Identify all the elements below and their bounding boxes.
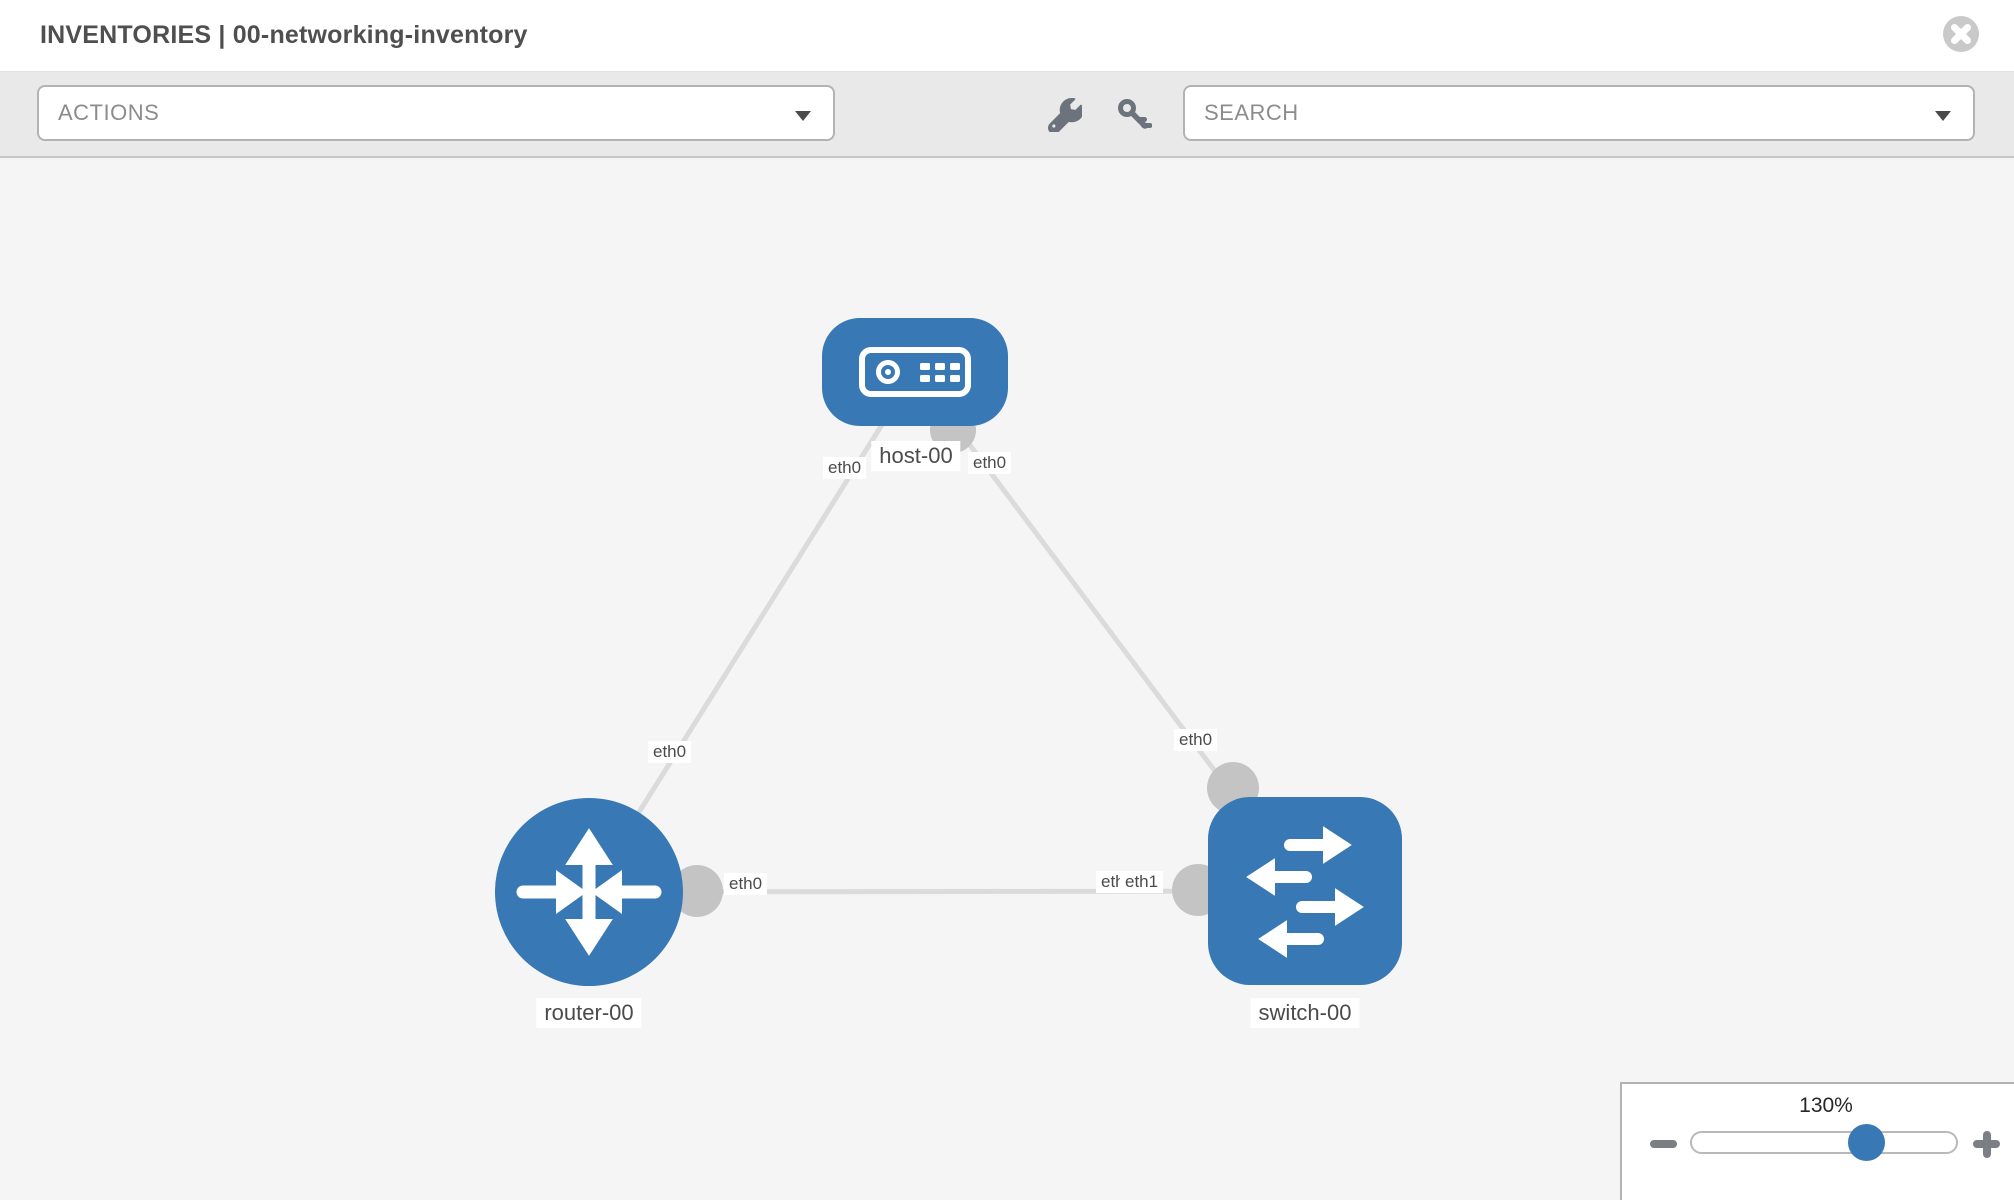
toolbar: ACTIONS SEARCH <box>0 72 2014 158</box>
zoom-level-value: 130% <box>1799 1094 1853 1117</box>
plus-icon <box>1982 1130 1991 1158</box>
node-router-00[interactable] <box>495 798 683 986</box>
search-dropdown[interactable]: SEARCH <box>1183 85 1975 141</box>
node-switch-00[interactable] <box>1208 797 1402 985</box>
switch-icon <box>1246 826 1364 958</box>
node-host-00[interactable] <box>822 318 1008 426</box>
key-tool-button[interactable] <box>1112 96 1156 136</box>
iface-label-router-right: eth0 <box>724 873 768 895</box>
zoom-out-button[interactable] <box>1646 1126 1682 1162</box>
wrench-tool-button[interactable] <box>1043 96 1087 136</box>
host-icon <box>859 347 971 397</box>
key-icon <box>1118 98 1153 129</box>
page-header: INVENTORIES | 00-networking-inventory <box>0 0 2014 72</box>
close-icon <box>1943 16 1979 52</box>
search-dropdown-label: SEARCH <box>1204 100 1299 125</box>
zoom-slider-track[interactable] <box>1690 1131 1958 1154</box>
interface-connector-router <box>671 865 723 917</box>
router-icon <box>516 828 662 956</box>
zoom-in-button[interactable] <box>1969 1126 2005 1162</box>
wrench-icon <box>1048 97 1084 134</box>
chevron-down-icon <box>1935 111 1951 121</box>
topology-canvas[interactable]: host-00 router-00 switch-00 eth0 eth0 et… <box>0 158 2014 1200</box>
page-title: INVENTORIES | 00-networking-inventory <box>40 21 528 49</box>
iface-label-switch-top: eth0 <box>1174 729 1218 751</box>
zoom-control: 130% <box>1620 1082 2014 1200</box>
iface-label-host-right: eth0 <box>968 452 1012 474</box>
close-button[interactable] <box>1941 14 1981 54</box>
chevron-down-icon <box>795 111 811 121</box>
iface-label-host-left: eth0 <box>823 457 867 479</box>
actions-dropdown[interactable]: ACTIONS <box>37 85 835 141</box>
node-label-switch: switch-00 <box>1250 998 1360 1028</box>
links-layer <box>586 370 1307 917</box>
zoom-slider-thumb[interactable] <box>1848 1124 1885 1161</box>
node-label-host: host-00 <box>871 441 961 471</box>
minus-icon <box>1650 1140 1677 1148</box>
iface-label-switch-left: eth1 <box>1120 871 1164 893</box>
actions-dropdown-label: ACTIONS <box>58 100 160 125</box>
node-label-router: router-00 <box>536 998 642 1028</box>
iface-label-router-top: eth0 <box>648 741 692 763</box>
